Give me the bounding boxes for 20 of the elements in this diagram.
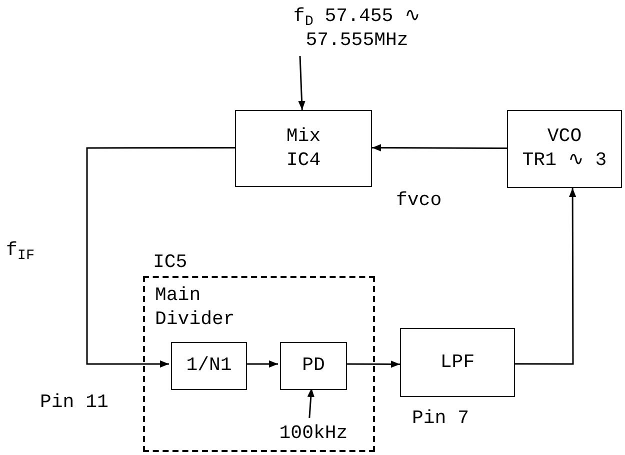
block-box: 1/N1	[171, 342, 247, 390]
pin-label: Pin 11	[40, 390, 108, 415]
block-box: LPF	[400, 328, 515, 397]
arrow	[245, 360, 278, 368]
arrow	[86, 146, 235, 368]
signal-label: 100kHz	[261, 420, 366, 448]
block-box: PD	[280, 342, 347, 390]
block-box: Mix IC4	[235, 110, 372, 187]
chip-label: IC5	[153, 250, 188, 275]
arrow	[307, 388, 314, 418]
block-box: VCO TR1 ∿ 3	[507, 110, 622, 188]
edge-label: fvco	[396, 188, 442, 213]
edge-label: f$_{IF}$	[6, 238, 35, 264]
arrow	[298, 56, 306, 110]
arrow	[515, 188, 576, 365]
signal-label: f$_{D}$ 57.455 ∿ 57.555MHz	[262, 2, 452, 56]
section-label: Main Divider	[155, 284, 236, 332]
arrow	[372, 144, 507, 152]
arrow	[345, 360, 400, 368]
pin-label: Pin 7	[412, 406, 470, 431]
